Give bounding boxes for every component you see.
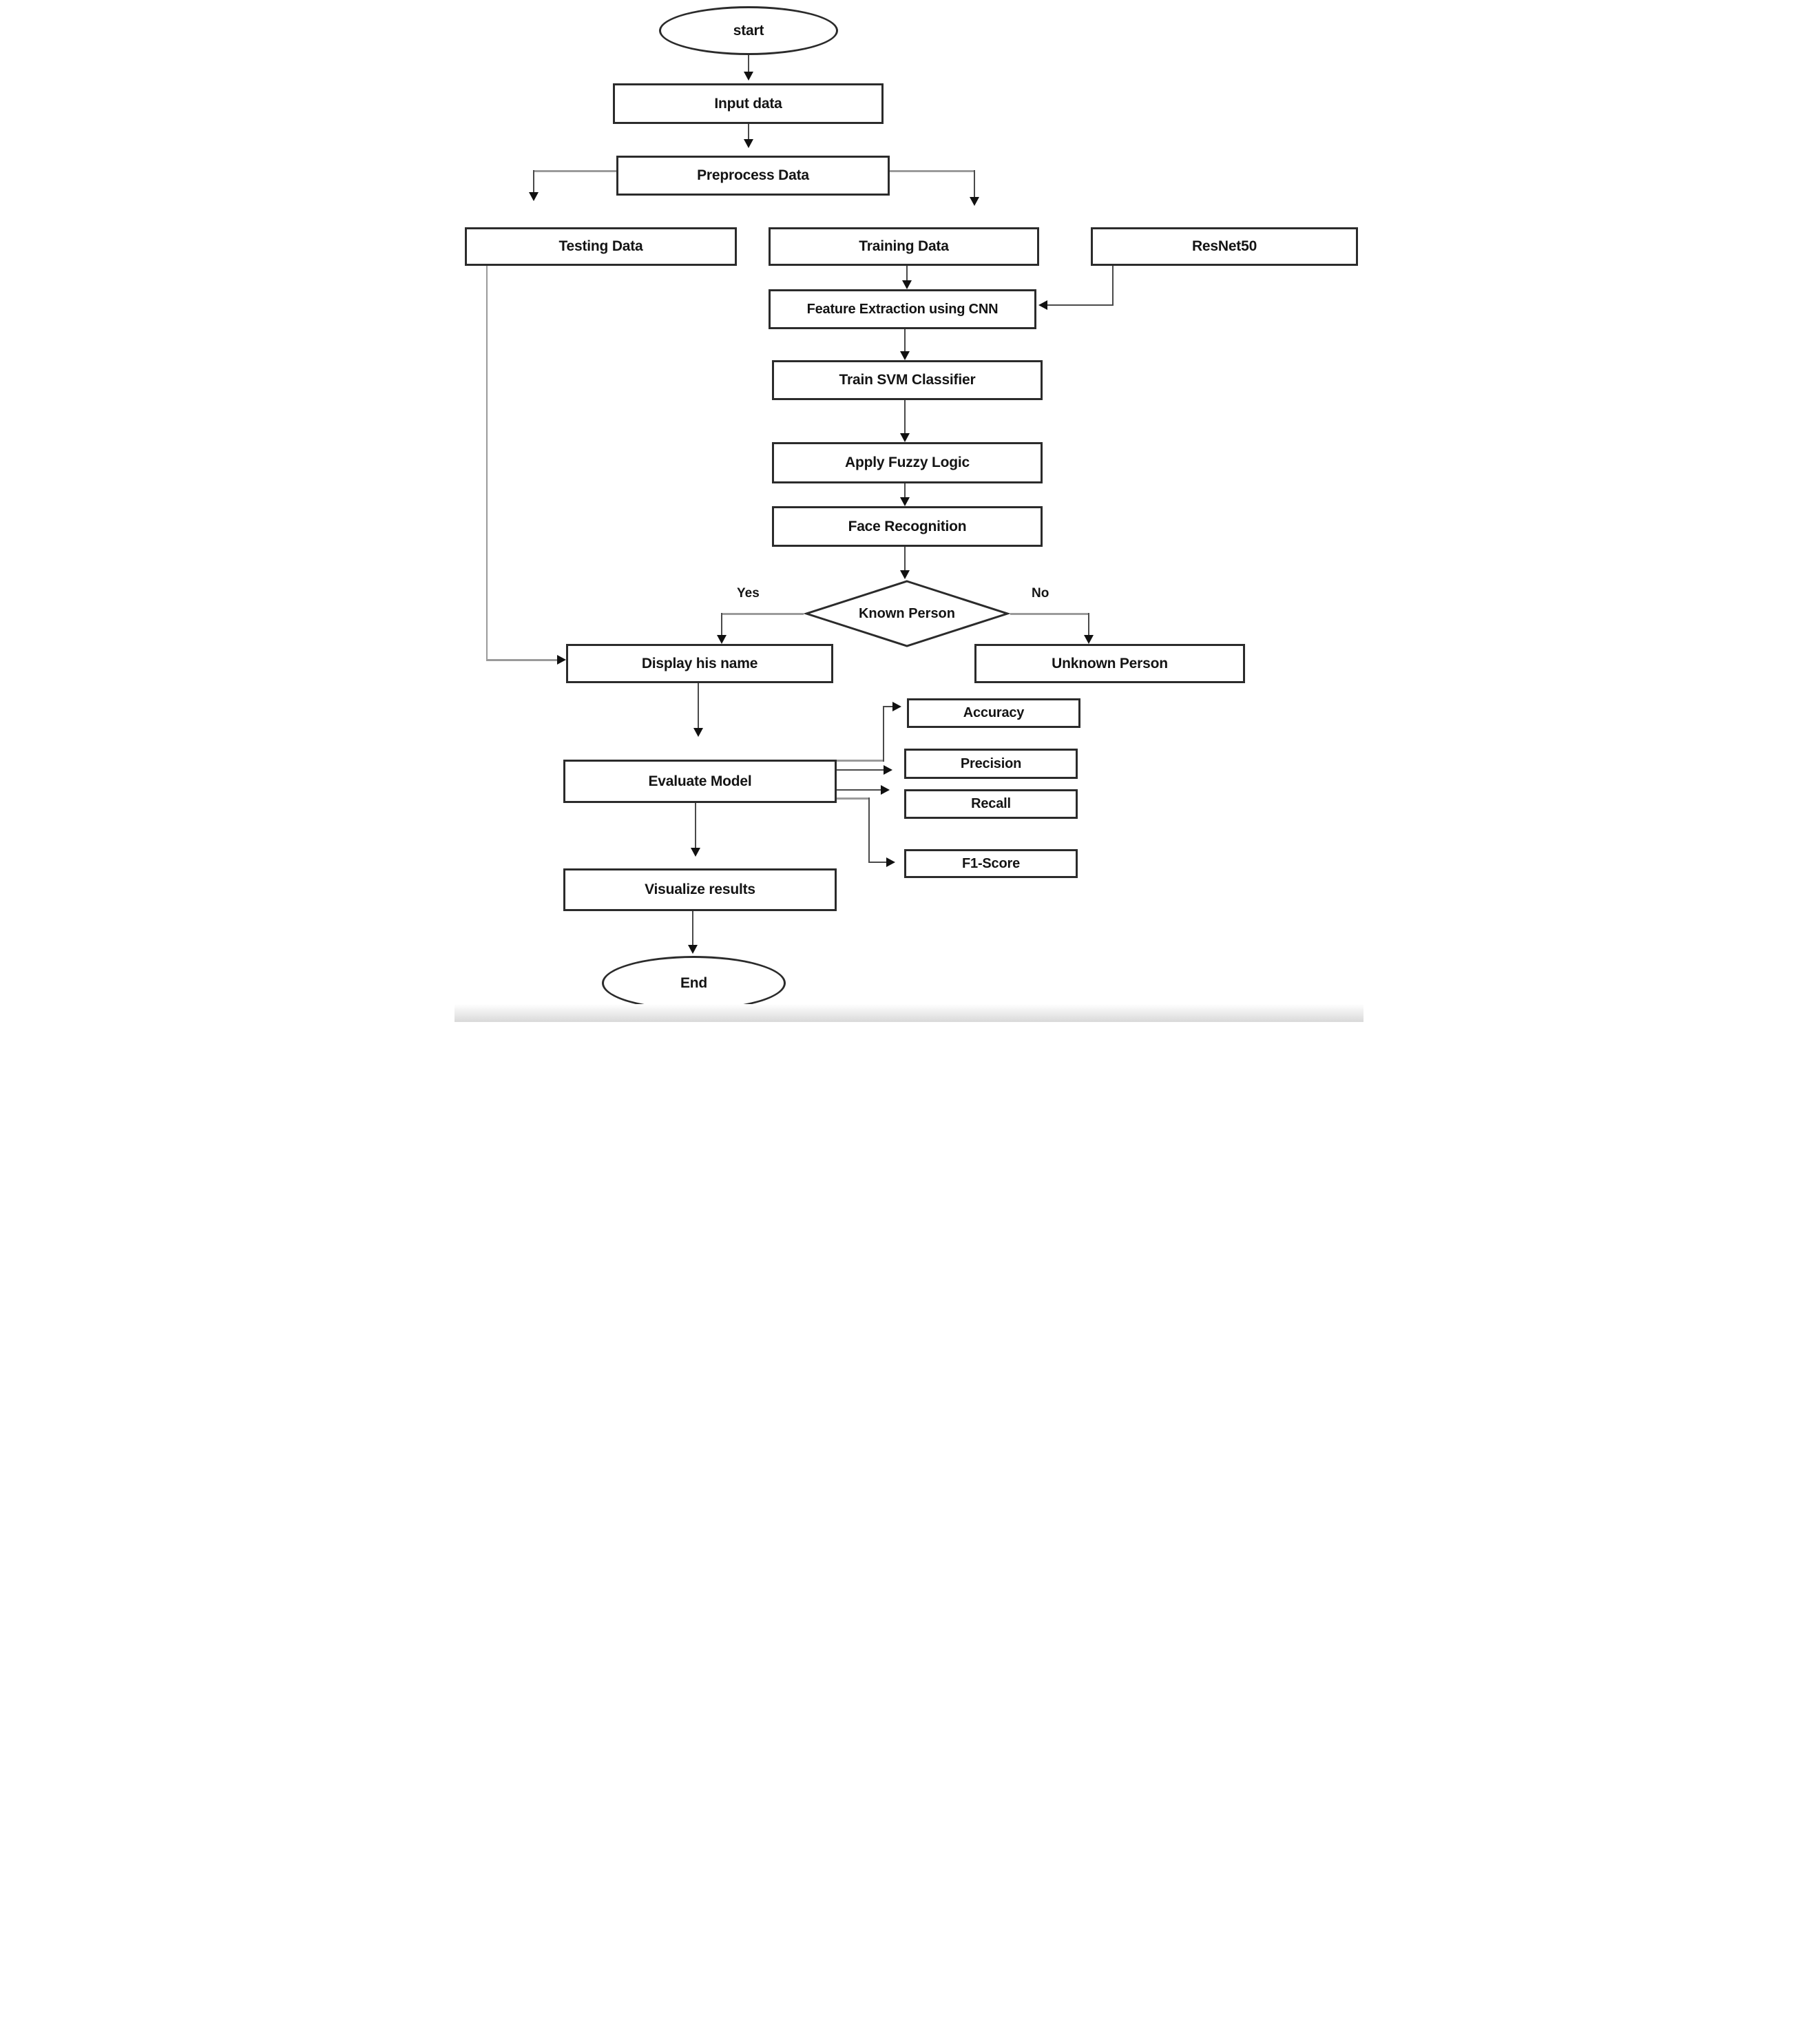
line-evaluate-accuracy-1 <box>837 760 884 762</box>
arrowhead-input-to-preprocess <box>744 139 753 148</box>
display-name-node: Display his name <box>566 644 833 683</box>
arrow-visualize-to-end <box>692 911 693 946</box>
bottom-gray-band <box>454 1004 1364 1022</box>
training-data-label: Training Data <box>859 238 949 254</box>
precision-node: Precision <box>904 749 1078 779</box>
arrowhead-yes-to-display <box>717 635 727 644</box>
arrowhead-testing-to-display <box>557 655 566 665</box>
train-svm-label: Train SVM Classifier <box>839 372 976 388</box>
accuracy-node: Accuracy <box>907 698 1080 728</box>
preprocess-data-label: Preprocess Data <box>697 167 809 183</box>
display-name-label: Display his name <box>641 655 758 671</box>
arrowhead-evaluate-to-recall <box>881 785 890 795</box>
unknown-person-label: Unknown Person <box>1052 655 1168 671</box>
line-yes-branch <box>722 613 804 615</box>
arrowhead-evaluate-to-visualize <box>691 848 700 857</box>
arrowhead-svm-to-fuzzy <box>900 433 910 442</box>
apply-fuzzy-logic-node: Apply Fuzzy Logic <box>772 442 1043 483</box>
arrowhead-to-training-data <box>970 197 979 206</box>
known-person-decision-node: Known Person <box>804 579 1010 648</box>
yes-branch-label: Yes <box>737 586 760 601</box>
evaluate-model-label: Evaluate Model <box>648 773 752 789</box>
arrowhead-resnet-to-feature <box>1038 300 1047 310</box>
line-evaluate-precision <box>837 769 884 771</box>
end-node: End <box>602 956 786 1010</box>
line-no-drop <box>1088 613 1089 636</box>
arrow-evaluate-to-visualize <box>695 803 696 848</box>
arrowhead-to-testing-data <box>529 192 539 201</box>
line-evaluate-f1-3 <box>868 862 887 863</box>
f1-score-node: F1-Score <box>904 849 1078 878</box>
line-resnet-horizontal <box>1047 304 1114 306</box>
evaluate-model-node: Evaluate Model <box>563 760 837 803</box>
precision-label: Precision <box>960 755 1022 771</box>
line-yes-drop <box>721 613 722 636</box>
decision-diamond-shape <box>804 580 1010 647</box>
no-branch-label: No <box>1032 586 1049 601</box>
arrow-start-to-input <box>748 55 749 73</box>
line-evaluate-accuracy-2 <box>883 707 884 762</box>
recall-label: Recall <box>971 796 1011 811</box>
flowchart-canvas: start Input data Preprocess Data Testing… <box>454 0 1364 1022</box>
arrow-training-to-feature <box>906 266 908 281</box>
line-resnet-drop <box>1112 266 1114 306</box>
line-preprocess-right <box>890 170 975 172</box>
end-label: End <box>680 974 708 991</box>
arrow-feature-to-svm <box>904 329 906 352</box>
visualize-results-label: Visualize results <box>645 882 755 897</box>
arrowhead-feature-to-svm <box>900 351 910 360</box>
line-evaluate-recall <box>837 789 881 791</box>
preprocess-data-node: Preprocess Data <box>616 156 890 196</box>
arrowhead-evaluate-to-precision <box>884 765 892 775</box>
feature-extraction-label: Feature Extraction using CNN <box>806 301 999 317</box>
arrowhead-no-to-unknown <box>1084 635 1094 644</box>
f1-score-label: F1-Score <box>962 855 1020 871</box>
arrowhead-start-to-input <box>744 72 753 81</box>
line-no-branch <box>1010 613 1089 615</box>
line-preprocess-left-drop <box>533 170 534 193</box>
line-evaluate-accuracy-3 <box>883 706 893 707</box>
line-testing-horizontal <box>486 659 557 661</box>
arrowhead-fuzzy-to-face <box>900 497 910 506</box>
face-recognition-label: Face Recognition <box>848 518 967 534</box>
arrow-svm-to-fuzzy <box>904 400 906 434</box>
arrow-fuzzy-to-face <box>904 483 906 498</box>
arrow-input-to-preprocess <box>748 124 749 140</box>
arrowhead-visualize-to-end <box>688 945 698 954</box>
arrowhead-face-to-decision <box>900 570 910 579</box>
line-evaluate-f1-1 <box>837 797 870 800</box>
apply-fuzzy-logic-label: Apply Fuzzy Logic <box>845 455 970 470</box>
line-preprocess-right-drop <box>974 170 975 198</box>
testing-data-node: Testing Data <box>465 227 737 266</box>
arrowhead-evaluate-to-f1 <box>886 857 895 867</box>
line-preprocess-left <box>534 170 616 172</box>
accuracy-label: Accuracy <box>963 705 1025 720</box>
unknown-person-node: Unknown Person <box>974 644 1245 683</box>
testing-data-label: Testing Data <box>558 238 643 254</box>
resnet50-node: ResNet50 <box>1091 227 1358 266</box>
line-evaluate-f1-2 <box>868 797 870 863</box>
resnet50-label: ResNet50 <box>1191 238 1257 254</box>
arrow-face-to-decision <box>904 547 906 571</box>
training-data-node: Training Data <box>769 227 1039 266</box>
visualize-results-node: Visualize results <box>563 868 837 911</box>
face-recognition-node: Face Recognition <box>772 506 1043 547</box>
train-svm-node: Train SVM Classifier <box>772 360 1043 400</box>
arrowhead-display-to-evaluate <box>693 728 703 737</box>
arrowhead-evaluate-to-accuracy <box>892 702 901 711</box>
start-node: start <box>659 6 838 55</box>
input-data-node: Input data <box>613 83 884 124</box>
start-label: start <box>733 22 764 39</box>
line-testing-down <box>486 266 488 660</box>
arrowhead-training-to-feature <box>902 280 912 289</box>
feature-extraction-node: Feature Extraction using CNN <box>769 289 1036 329</box>
recall-node: Recall <box>904 789 1078 819</box>
input-data-label: Input data <box>714 95 782 112</box>
arrow-display-to-evaluate <box>698 683 699 729</box>
